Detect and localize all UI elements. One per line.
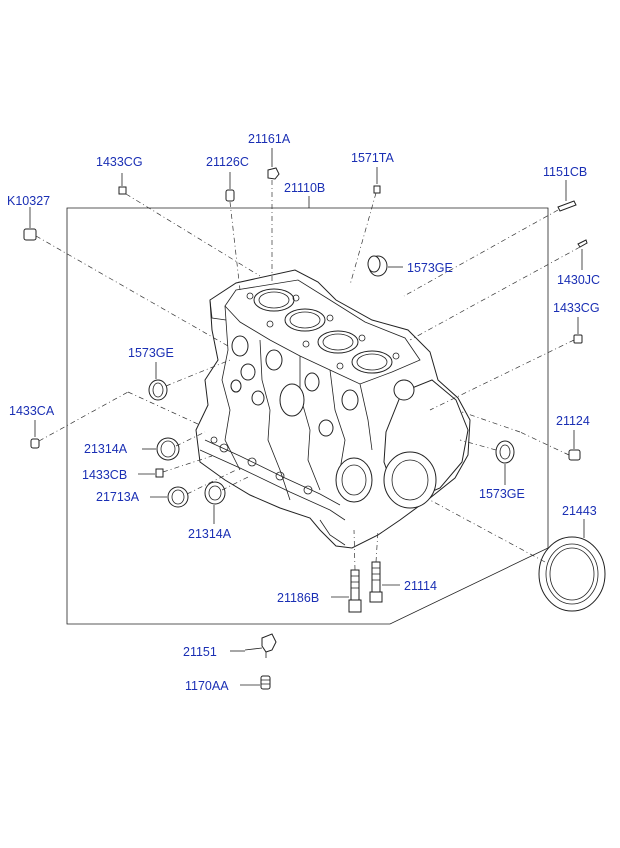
label-1433CA: 1433CA [9, 404, 55, 418]
label-1433CG-top: 1433CG [96, 155, 143, 169]
part-1170AA-bolt-shape [260, 675, 271, 690]
part-1430JC-shape [577, 239, 588, 248]
part-21186B-bolt-shape [348, 569, 362, 613]
assembly-center-lines [35, 180, 581, 571]
assembly-frame [66, 207, 549, 625]
label-1151CB: 1151CB [543, 165, 587, 179]
part-1573GE-left-shape [148, 379, 168, 401]
part-1433CG-right-shape [573, 334, 583, 344]
part-1151CB-shape [557, 200, 577, 212]
label-21161A: 21161A [248, 132, 291, 146]
label-21151: 21151 [183, 645, 217, 659]
label-21186B: 21186B [277, 591, 319, 605]
label-1433CB: 1433CB [82, 468, 127, 482]
part-21126C-shape [225, 189, 235, 202]
label-1573GE-right: 1573GE [479, 487, 525, 501]
engine-block [195, 269, 471, 549]
part-21443-oil-seal-shape [538, 536, 606, 612]
label-21110B: 21110B [284, 181, 325, 195]
part-1433CA-shape [30, 438, 40, 449]
label-21314A-bottom: 21314A [188, 527, 232, 541]
part-21314A-bottom-shape [204, 481, 226, 505]
label-21443: 21443 [562, 504, 597, 518]
leader-lines [29, 148, 585, 686]
part-1573GE-right-shape [495, 440, 515, 464]
label-21713A: 21713A [96, 490, 140, 504]
label-21314A-left: 21314A [84, 442, 128, 456]
label-1430JC: 1430JC [557, 273, 600, 287]
part-1433CB-shape [155, 468, 164, 478]
label-1433CG-right: 1433CG [553, 301, 600, 315]
label-1571TA: 1571TA [351, 151, 395, 165]
part-21161A-shape [267, 167, 280, 180]
part-21151-bracket-shape [244, 633, 277, 658]
label-1573GE-left: 1573GE [128, 346, 174, 360]
part-K10327-shape [23, 228, 37, 241]
label-21124: 21124 [556, 414, 590, 428]
part-21124-shape [568, 449, 581, 461]
label-21114: 21114 [404, 579, 437, 593]
label-1170AA: 1170AA [185, 679, 229, 693]
part-1433CG-top-shape [118, 186, 127, 195]
part-21314A-left-shape [156, 437, 180, 461]
label-K10327: K10327 [7, 194, 50, 208]
part-1571TA-shape [373, 185, 381, 194]
label-1573GE-top: 1573GE [407, 261, 453, 275]
part-21713A-shape [167, 486, 189, 508]
part-1573GE-top-shape [367, 255, 388, 277]
part-21114-bolt-shape [369, 561, 383, 603]
label-21126C: 21126C [206, 155, 249, 169]
